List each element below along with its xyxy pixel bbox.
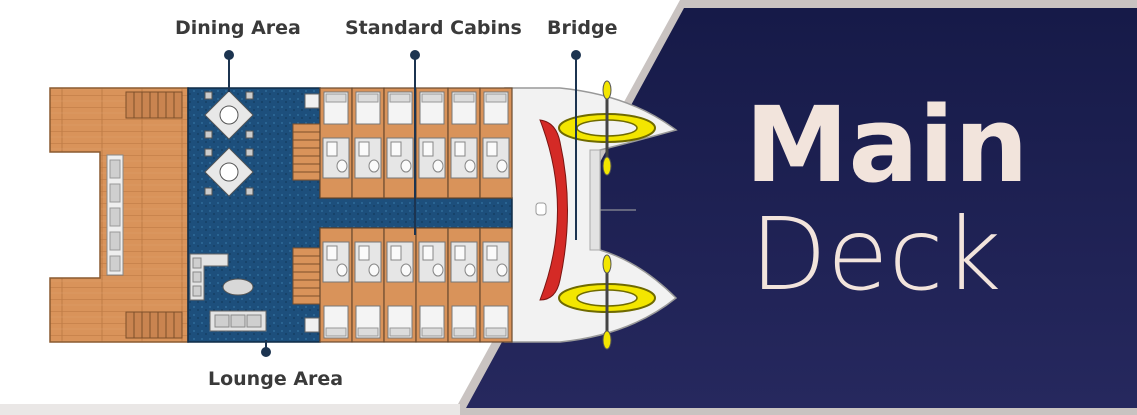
standard-cabins-group	[319, 87, 513, 343]
interior-stairs	[292, 123, 321, 305]
leader-lines	[224, 50, 581, 357]
bridge-label: Bridge	[547, 17, 618, 39]
cabin	[479, 87, 513, 199]
propeller-top	[558, 80, 656, 176]
propeller-bottom	[558, 254, 656, 350]
deck-title-main: Main	[745, 84, 1029, 206]
dining-table-2	[204, 147, 254, 197]
cabin	[479, 227, 513, 343]
cabin	[415, 227, 449, 343]
cabin	[447, 87, 481, 199]
cabin	[351, 87, 385, 199]
dining-area-label: Dining Area	[175, 17, 301, 39]
cabin	[383, 227, 417, 343]
deck-title-deck: Deck	[750, 196, 1002, 313]
stern-benches	[106, 154, 124, 276]
lounge-furniture	[189, 253, 267, 332]
stern-stairs	[125, 91, 183, 339]
cabin	[415, 87, 449, 199]
lounge-area-label: Lounge Area	[208, 368, 344, 390]
standard-cabins-label: Standard Cabins	[345, 17, 522, 39]
cabin	[319, 227, 353, 343]
cabin	[447, 227, 481, 343]
cabin	[319, 87, 353, 199]
cabin	[383, 87, 417, 199]
bow-red-accent	[539, 119, 568, 301]
cabin	[351, 227, 385, 343]
dining-table-1	[204, 90, 254, 140]
